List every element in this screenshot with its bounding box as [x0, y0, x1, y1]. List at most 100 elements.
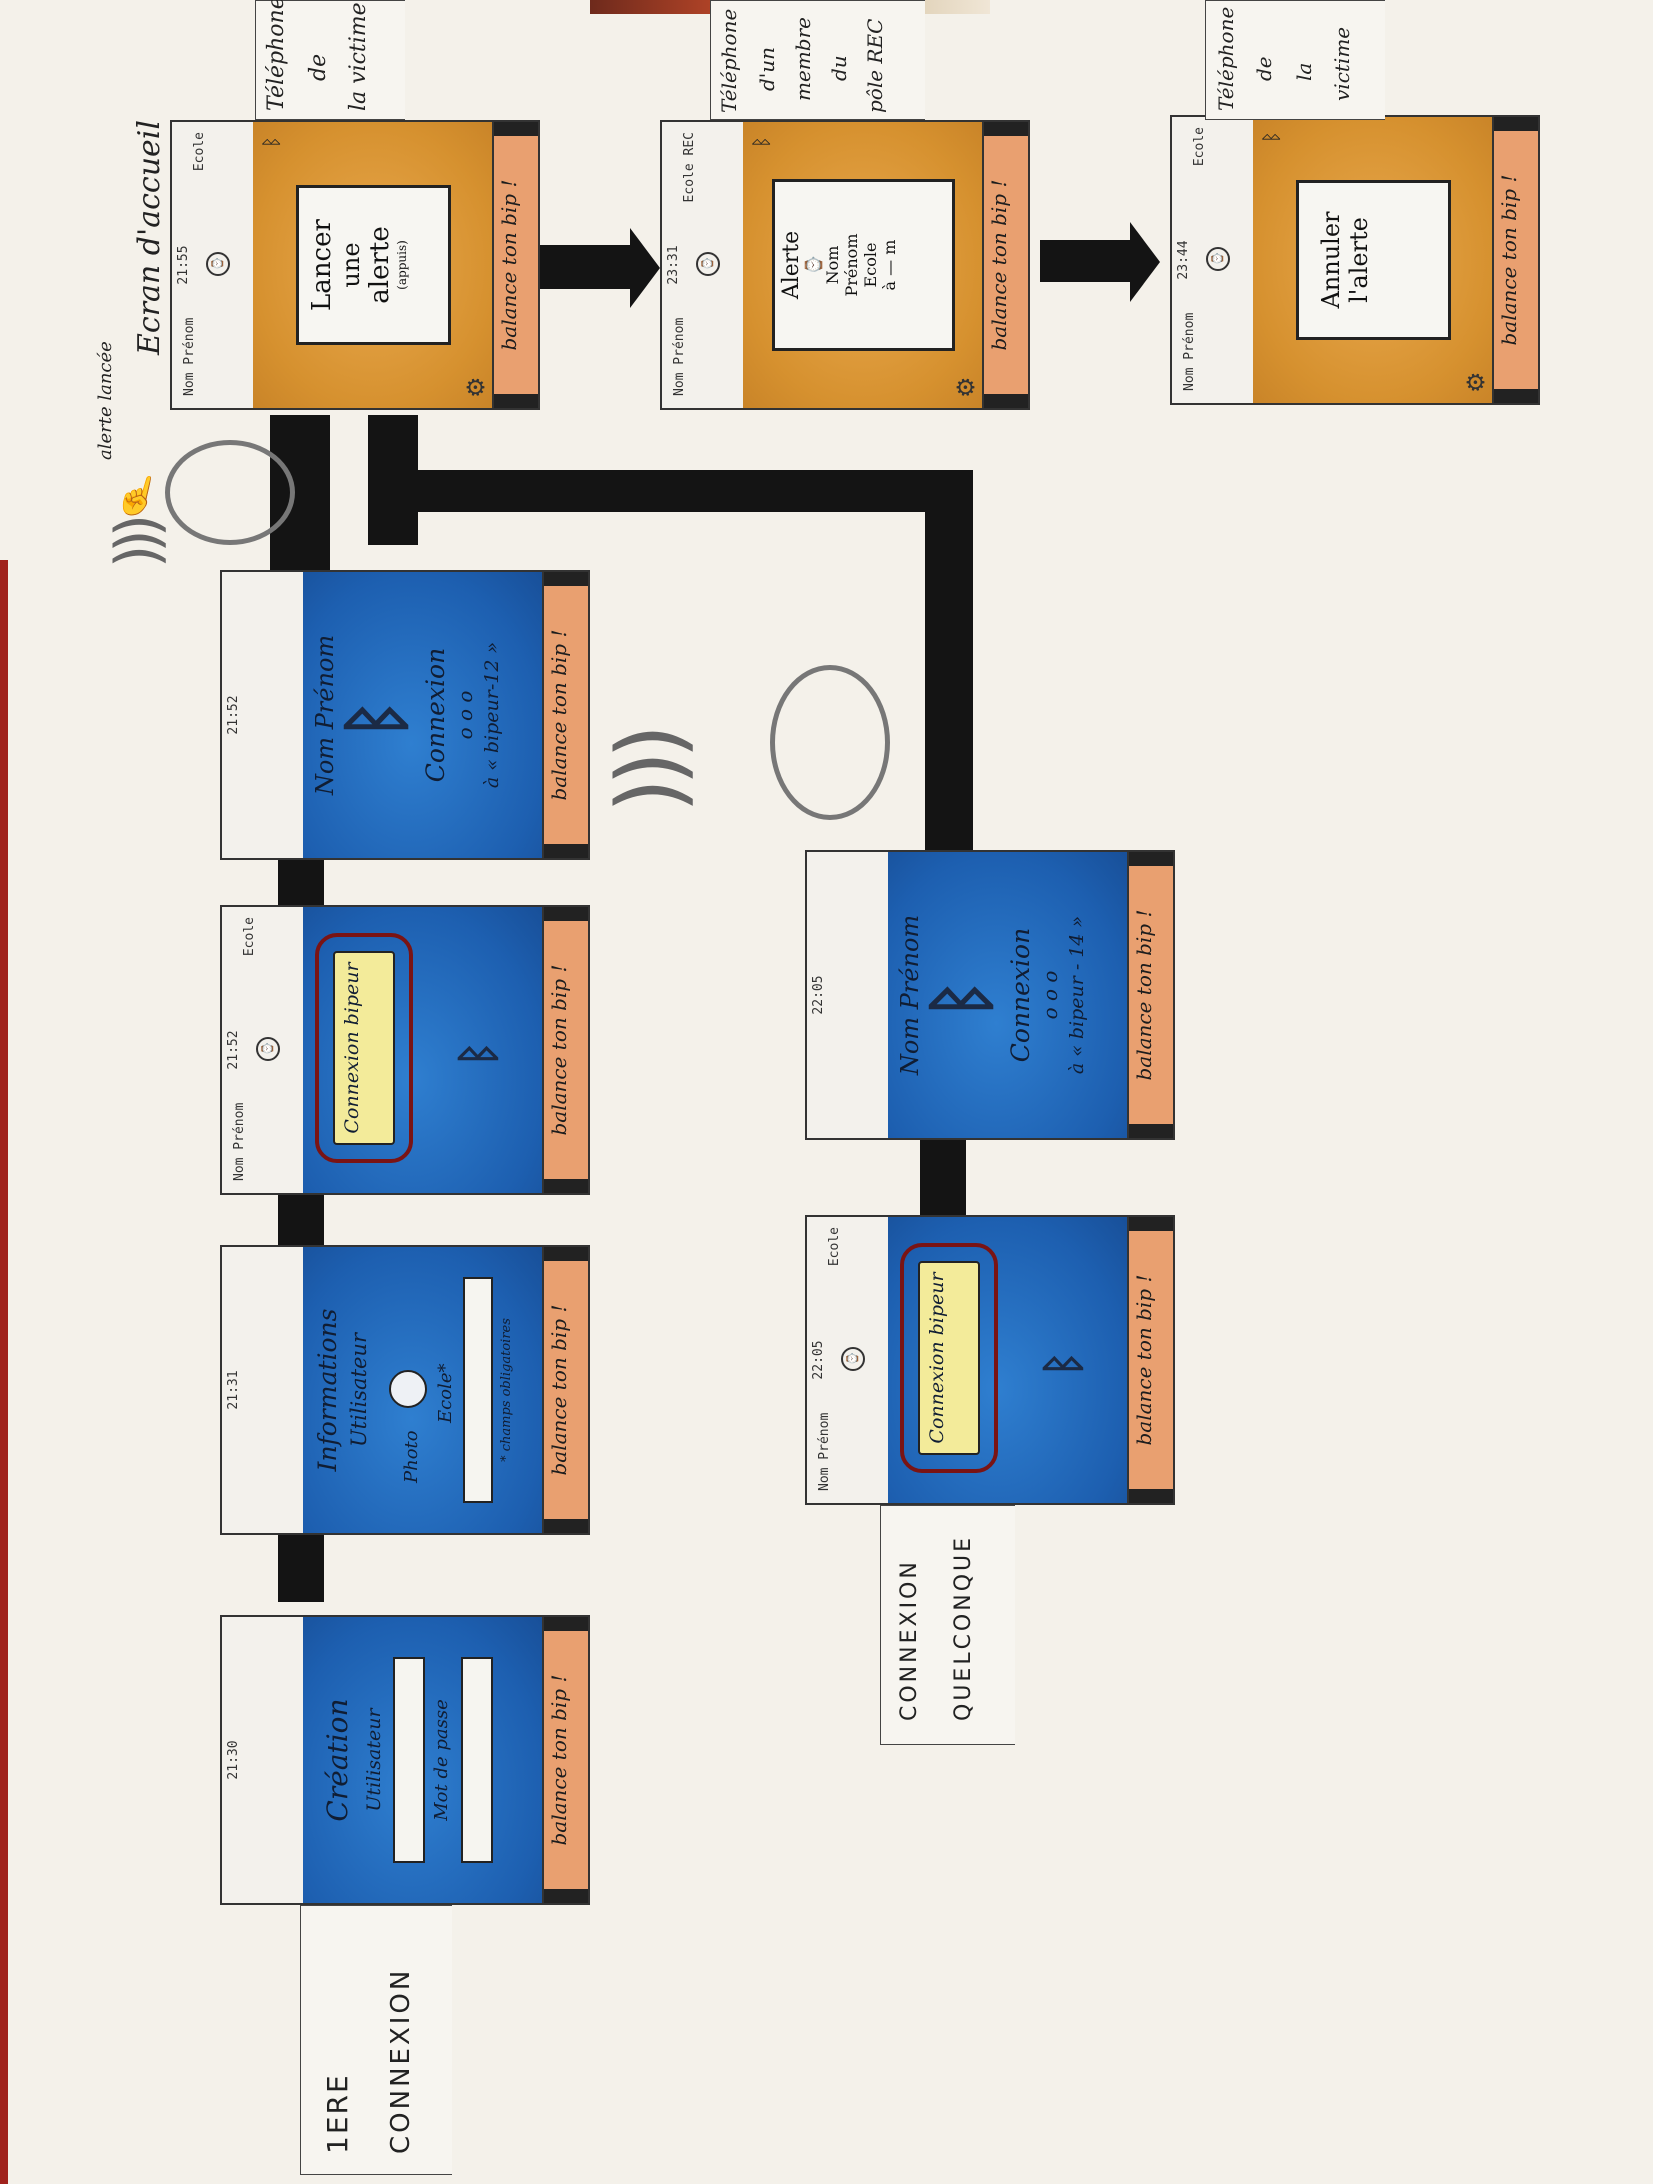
alert-detail: à — m: [880, 182, 899, 348]
screen-body: Connexion bipeur ᛒ: [888, 1217, 1130, 1503]
cancel-alert-button[interactable]: Annuler l'alerte: [1296, 180, 1451, 340]
photo-label: Photo: [401, 1430, 422, 1483]
footer-banner: balance ton bip !: [982, 122, 1028, 408]
required-note: * champs obligatoires: [499, 1247, 514, 1533]
connect-bipeur-button[interactable]: Connexion bipeur: [333, 951, 395, 1145]
first-connection-label: CONNEXION: [386, 1968, 416, 2154]
flow-arrowhead: [1130, 222, 1160, 302]
clock-icon: ⌚: [841, 1347, 865, 1371]
screen-body: Création Utilisateur Mot de passe: [303, 1617, 545, 1903]
bluetooth-icon: ᛒ: [749, 136, 773, 148]
user-input[interactable]: [393, 1657, 425, 1863]
status-time: 21:31: [226, 1247, 241, 1533]
gear-icon[interactable]: ⚙: [952, 376, 980, 398]
infos-title: Informations: [313, 1247, 342, 1533]
status-time: 22:05: [811, 1217, 826, 1503]
footer-banner: balance ton bip !: [492, 122, 538, 408]
home-screen-label: Ecran d'accueil: [132, 120, 167, 355]
alert-clock-icon: ⌚: [804, 182, 823, 348]
footer-banner: balance ton bip !: [542, 907, 588, 1193]
rec-member-label: d'un: [755, 47, 779, 91]
bipeur-device-icon: [165, 440, 295, 545]
school-name: Ecole REC: [682, 132, 697, 202]
bluetooth-icon: ᛒ: [1038, 1351, 1089, 1377]
footer-banner: balance ton bip !: [1127, 1217, 1173, 1503]
footer-banner: balance ton bip !: [542, 572, 588, 858]
alert-detail: Ecole: [861, 182, 880, 348]
school-name: Ecole: [242, 917, 257, 956]
paper-edge: [0, 560, 8, 2184]
status-time: 21:55: [176, 122, 191, 408]
clock-icon: ⌚: [256, 1037, 280, 1061]
rec-member-label: pôle REC: [863, 19, 887, 113]
camera-icon[interactable]: [389, 1370, 427, 1408]
school-label: Ecole*: [435, 1364, 456, 1423]
school-select[interactable]: [463, 1277, 493, 1503]
alert-detail: Prénom: [842, 182, 861, 348]
alert-detail: Nom: [823, 182, 842, 348]
launch-alert-label: une: [337, 188, 365, 342]
footer-banner: balance ton bip !: [1492, 117, 1538, 403]
status-time: 23:44: [1176, 117, 1191, 403]
gear-icon[interactable]: ⚙: [462, 376, 490, 398]
alert-launched-label: alerte lancée: [95, 341, 116, 460]
school-name: Ecole: [827, 1227, 842, 1266]
flow-arrow: [1040, 240, 1135, 282]
victim-phone-label: Téléphone: [1214, 7, 1238, 111]
footer-banner: balance ton bip !: [542, 1617, 588, 1903]
connection-status: Connexion: [1006, 852, 1035, 1138]
screen-body: Nom Prénom ᛒ Connexion o o o à « bipeur-…: [303, 572, 545, 858]
rec-member-label-box: Téléphone d'un membre du pôle REC: [710, 0, 925, 120]
screen-creation: 21:30 Création Utilisateur Mot de passe …: [220, 1615, 590, 1905]
password-field-label: Mot de passe: [431, 1617, 452, 1903]
alert-title: Alerte: [779, 182, 804, 348]
victim-phone-label: Téléphone: [264, 0, 289, 111]
screen-pair-1: Nom Prénom 21:52 ⌚ Ecole Connexion bipeu…: [220, 905, 590, 1195]
victim-phone-label-box: Téléphone de la victime: [1205, 0, 1385, 120]
hand-pointer-icon: ☝: [112, 475, 157, 517]
status-bar: Nom Prénom 21:52 ⌚ Ecole: [222, 907, 304, 1193]
status-time: 21:30: [226, 1617, 241, 1903]
flow-connector: [925, 470, 973, 860]
launch-alert-button[interactable]: Lancer une alerte (appuis): [296, 185, 451, 345]
screen-body: ᛒ ⚙ Lancer une alerte (appuis): [253, 122, 495, 408]
any-connection-label: CONNEXION: [897, 1559, 922, 1721]
launch-alert-hint: (appuis): [395, 188, 409, 342]
cancel-alert-label: Annuler: [1317, 183, 1345, 337]
screen-body: ᛒ ⚙ Alerte ⌚ Nom Prénom Ecole à — m: [743, 122, 985, 408]
rec-member-label: Téléphone: [717, 9, 741, 113]
flow-connector: [278, 1530, 324, 1602]
signal-icon: ))): [103, 522, 173, 568]
launch-alert-label: alerte: [365, 188, 395, 342]
password-input[interactable]: [461, 1657, 493, 1863]
screen-body: Connexion bipeur ᛒ: [303, 907, 545, 1193]
victim-phone-label: la victime: [346, 2, 371, 111]
footer-banner: balance ton bip !: [1127, 852, 1173, 1138]
alert-card: Alerte ⌚ Nom Prénom Ecole à — m: [772, 179, 956, 351]
user-field-label: Utilisateur: [363, 1617, 385, 1903]
launch-alert-label: Lancer: [307, 188, 337, 342]
status-bar: Nom Prénom 21:55 ⌚ Ecole: [172, 122, 254, 408]
screen-body: Nom Prénom ᛒ Connexion o o o à « bipeur …: [888, 852, 1130, 1138]
screen-rec-member: Nom Prénom 23:31 ⌚ Ecole REC ᛒ ⚙ Alerte …: [660, 120, 1030, 410]
status-bar: Nom Prénom 22:05 ⌚ Ecole: [807, 1217, 889, 1503]
first-connection-label-box: 1ERE CONNEXION: [300, 1905, 452, 2175]
screen-cancel-alert: Nom Prénom 23:44 ⌚ Ecole ᛒ ⚙ Annuler l'a…: [1170, 115, 1540, 405]
loading-dots: o o o: [453, 572, 477, 858]
connection-target: à « bipeur-12 »: [481, 572, 503, 858]
status-bar: 21:52: [222, 572, 304, 858]
rec-member-label: du: [827, 55, 851, 81]
bipeur-device-icon: [770, 665, 890, 820]
school-name: Ecole: [1192, 127, 1207, 166]
any-connection-label-box: CONNEXION QUELCONQUE: [880, 1505, 1015, 1745]
status-bar: Nom Prénom 23:44 ⌚ Ecole: [1172, 117, 1254, 403]
connect-bipeur-button[interactable]: Connexion bipeur: [918, 1261, 980, 1455]
status-time: 22:05: [811, 852, 826, 1138]
clock-icon: ⌚: [1206, 247, 1230, 271]
screen-connect-2: 22:05 Nom Prénom ᛒ Connexion o o o à « b…: [805, 850, 1175, 1140]
signal-icon: ))): [598, 732, 703, 813]
gear-icon[interactable]: ⚙: [1462, 371, 1490, 393]
connection-status: Connexion: [421, 572, 450, 858]
status-time: 21:52: [226, 572, 241, 858]
cancel-alert-label: l'alerte: [1345, 183, 1373, 337]
